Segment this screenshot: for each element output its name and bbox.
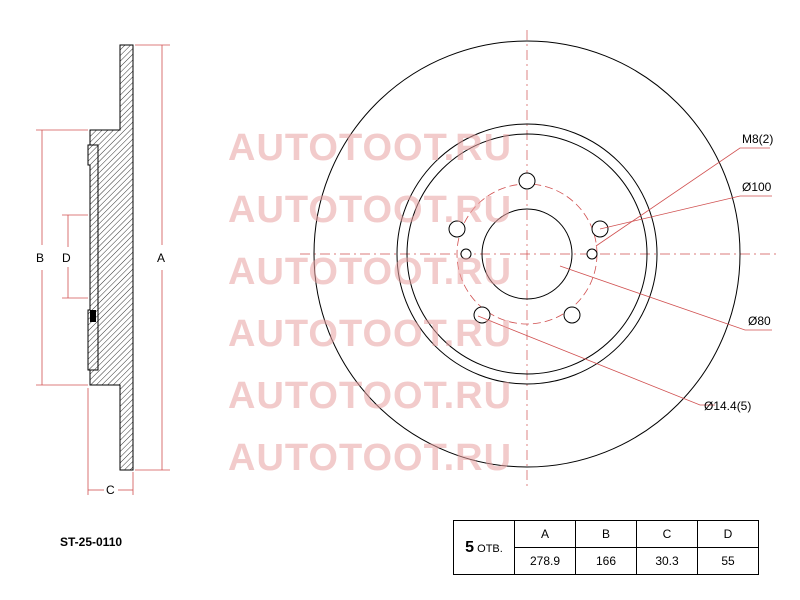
dimension-d	[62, 214, 88, 299]
threaded-hole	[460, 248, 472, 260]
lug-hole	[448, 220, 466, 238]
watermark-text: AUTOTOOT.RU	[228, 313, 512, 355]
part-number: ST-25-0110	[60, 535, 123, 549]
value-c: 30.3	[636, 547, 698, 575]
watermark-text: AUTOTOOT.RU	[228, 437, 512, 479]
dimension-b-label: B	[36, 251, 44, 265]
leader-lines	[477, 147, 772, 406]
lug-hole	[563, 306, 581, 324]
callout-diameter-100: Ø100	[742, 180, 772, 194]
header-a: A	[514, 520, 576, 548]
holes-count: 5	[465, 538, 475, 556]
dimension-a-label: A	[157, 251, 165, 265]
value-b: 166	[575, 547, 637, 575]
header-c: C	[636, 520, 698, 548]
front-view: M8(2) Ø100 Ø80 Ø14.4(5)	[300, 30, 780, 490]
header-d: D	[697, 520, 759, 548]
center-bore	[481, 208, 573, 300]
watermark-text: AUTOTOOT.RU	[228, 189, 512, 231]
dimension-c-label: C	[106, 483, 115, 497]
callout-diameter-14: Ø14.4(5)	[704, 399, 751, 413]
threaded-holes	[460, 248, 598, 260]
watermark-text: AUTOTOOT.RU	[228, 127, 512, 169]
watermark-text: AUTOTOOT.RU	[228, 375, 512, 417]
spec-table: 5 ОТВ. A B C D 278.9 166 30.3 55	[453, 520, 759, 575]
outer-disc-edge	[313, 40, 741, 468]
threaded-hole	[586, 248, 598, 260]
lug-holes	[448, 172, 609, 324]
header-b: B	[575, 520, 637, 548]
dimension-d-label: D	[62, 251, 71, 265]
hat-outer	[406, 133, 648, 375]
dimension-c	[87, 388, 134, 495]
watermark: AUTOTOOT.RU AUTOTOOT.RU AUTOTOOT.RU AUTO…	[228, 127, 512, 479]
holes-cell: 5 ОТВ.	[453, 520, 515, 575]
dimension-b	[36, 129, 88, 386]
stud-hole-section	[90, 310, 96, 322]
dimension-a	[135, 44, 170, 471]
side-view: A B D C	[36, 44, 170, 497]
lug-hole	[518, 172, 536, 190]
callout-m8: M8(2)	[742, 132, 773, 146]
holes-suffix: ОТВ.	[477, 542, 503, 555]
callout-diameter-80: Ø80	[748, 314, 771, 328]
watermark-text: AUTOTOOT.RU	[228, 251, 512, 293]
disc-cross-section	[87, 44, 134, 471]
value-a: 278.9	[514, 547, 576, 575]
value-d: 55	[697, 547, 759, 575]
friction-ring-inner	[396, 123, 658, 385]
